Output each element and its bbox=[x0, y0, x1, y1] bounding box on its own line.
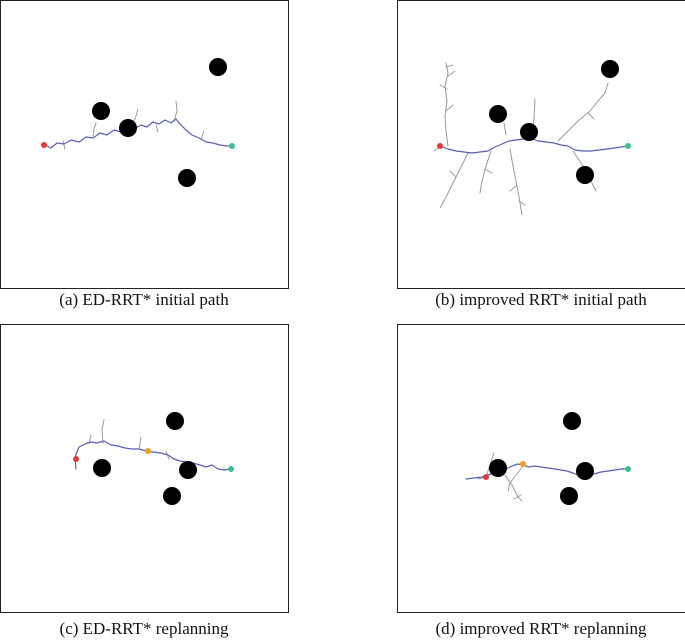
tree-branch bbox=[138, 436, 142, 450]
panel-b-canvas bbox=[433, 60, 631, 216]
caption-c: (c) ED-RRT* replanning bbox=[59, 619, 229, 638]
panel-a-ed-rrt-initial bbox=[0, 0, 289, 289]
tree-branch bbox=[509, 148, 523, 216]
tree-branch bbox=[518, 200, 526, 206]
tree-branch bbox=[513, 494, 522, 500]
planned-path bbox=[439, 137, 628, 154]
tree-branch bbox=[447, 70, 456, 77]
caption-a: (a) ED-RRT* initial path bbox=[59, 290, 229, 309]
panel-d-canvas bbox=[465, 412, 631, 505]
tree-branch bbox=[88, 434, 92, 444]
obstacle bbox=[119, 119, 137, 137]
tree-branch bbox=[479, 150, 492, 194]
goal-point bbox=[625, 143, 631, 149]
tree-branch bbox=[587, 112, 595, 120]
tree-branch bbox=[444, 62, 449, 147]
tree-branch bbox=[173, 100, 178, 122]
start-point bbox=[41, 142, 47, 148]
obstacle bbox=[489, 459, 507, 477]
obstacle bbox=[163, 487, 181, 505]
panel-c-ed-rrt-replanning bbox=[0, 324, 289, 613]
obstacle bbox=[576, 462, 594, 480]
tree-branch bbox=[445, 104, 454, 112]
obstacle bbox=[166, 412, 184, 430]
start-point bbox=[483, 474, 489, 480]
start-point bbox=[73, 456, 79, 462]
start-point bbox=[437, 143, 443, 149]
replan-point bbox=[520, 461, 526, 467]
panel-d-improved-rrt-replanning bbox=[397, 324, 685, 613]
obstacle bbox=[560, 487, 578, 505]
obstacle bbox=[601, 60, 619, 78]
obstacle bbox=[563, 412, 581, 430]
caption-d: (d) improved RRT* replanning bbox=[435, 619, 647, 638]
tree-branch bbox=[92, 122, 97, 137]
goal-point bbox=[229, 143, 235, 149]
obstacle bbox=[576, 166, 594, 184]
panel-a-canvas bbox=[41, 58, 235, 187]
tree-branch bbox=[439, 152, 469, 209]
tree-branch bbox=[484, 168, 493, 174]
tree-branch bbox=[503, 122, 507, 136]
obstacle bbox=[489, 105, 507, 123]
tree-branch bbox=[200, 130, 205, 140]
tree-branch bbox=[509, 185, 517, 192]
caption-b: (b) improved RRT* initial path bbox=[435, 290, 647, 309]
tree-branch bbox=[101, 419, 105, 444]
panel-c-canvas bbox=[73, 412, 234, 505]
replan-point bbox=[145, 448, 151, 454]
obstacle bbox=[92, 102, 110, 120]
planned-path bbox=[44, 118, 233, 149]
obstacle bbox=[179, 461, 197, 479]
goal-point bbox=[625, 466, 631, 472]
tree-branch bbox=[62, 140, 66, 150]
tree-branch bbox=[445, 64, 454, 68]
obstacle bbox=[209, 58, 227, 76]
goal-point bbox=[228, 466, 234, 472]
tree-branch bbox=[507, 464, 525, 492]
obstacle bbox=[93, 459, 111, 477]
tree-branch bbox=[449, 170, 457, 178]
tree-branch bbox=[439, 84, 448, 90]
tree-branch bbox=[504, 474, 523, 502]
tree-branch bbox=[557, 82, 609, 142]
obstacle bbox=[178, 169, 196, 187]
obstacle bbox=[520, 123, 538, 141]
tree-branch bbox=[155, 124, 159, 133]
panel-b-improved-rrt-initial bbox=[397, 0, 685, 289]
